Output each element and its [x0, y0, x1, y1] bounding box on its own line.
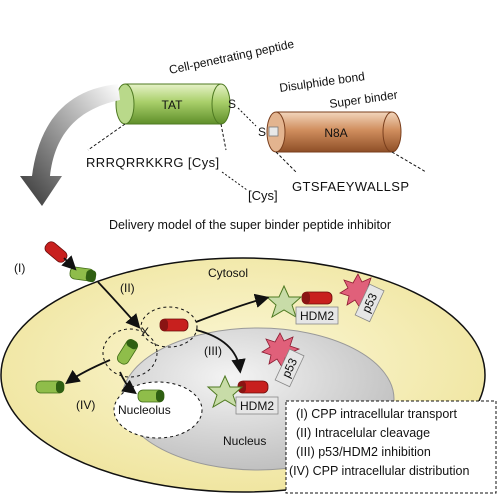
nucleolus-label: Nucleolus	[118, 403, 171, 417]
p53-label-cytosol-group: p53	[354, 283, 385, 323]
peptide-complex-membrane	[69, 266, 97, 283]
hdm2-label-nucleus: HDM2	[240, 399, 274, 413]
hdm2-label-nucleus-box	[235, 396, 279, 415]
arrow-to-outside	[65, 359, 111, 385]
n8a-expand-right	[391, 151, 427, 173]
cys-link-line	[221, 171, 248, 191]
arrow-to-nucleolus	[119, 371, 137, 395]
cpp-label: Cell-penetrating peptide	[168, 37, 296, 77]
disulphide-bond-line	[237, 107, 257, 127]
tat-sequence: RRRQRRKKRG [Cys]	[86, 155, 220, 170]
legend-item-ii: (II) Intracelular cleavage	[296, 426, 430, 440]
cytosol-label: Cytosol	[208, 266, 248, 280]
cleavage-zone-left	[102, 328, 158, 378]
cleaved-n8a-right	[159, 318, 189, 332]
hdm2-star-nucleus-icon	[206, 374, 244, 409]
super-binder-label: Super binder	[328, 88, 398, 111]
model-title: Delivery model of the super binder pepti…	[109, 218, 391, 232]
step-iii-label: (III)	[204, 344, 222, 358]
s-right-label: S	[258, 125, 266, 139]
cleavage-zone-right	[140, 306, 198, 348]
n8a-cylinder	[266, 111, 402, 153]
legend-item-iii: (III) p53/HDM2 inhibition	[296, 445, 431, 459]
legend-item-i: (I) CPP intracellular transport	[296, 407, 457, 421]
nucleolus	[113, 381, 203, 439]
p53-label-nucleus-group: p53	[274, 348, 305, 388]
tat-expand-right	[220, 123, 227, 151]
cys-label: [Cys]	[248, 188, 278, 203]
tat-expand-left	[87, 123, 126, 151]
tat-in-nucleolus	[137, 389, 165, 403]
step-ii-label: (II)	[120, 281, 135, 295]
n8a-bound-hdm2-cytosol	[301, 291, 333, 305]
step-i-label: (I)	[14, 261, 25, 275]
arrow-entry	[61, 255, 77, 271]
arrow-to-hdm2-cytosol	[195, 293, 270, 323]
cleaved-tat-left	[116, 339, 138, 365]
tat-outside-cell	[35, 380, 65, 394]
curved-arrow-icon	[20, 84, 120, 206]
legend-item-iv: (IV) CPP intracellular distribution	[289, 464, 469, 478]
nucleus-label: Nucleus	[223, 434, 266, 448]
peptide-construct: Cell-penetrating peptide TAT S Disulphid…	[20, 37, 427, 206]
cleavage-x-mark: X	[141, 325, 149, 339]
tat-label: TAT	[162, 98, 184, 112]
hdm2-star-icon	[265, 284, 303, 319]
n8a-sequence: GTSFAEYWALLSP	[292, 179, 409, 194]
n8a-label: N8A	[324, 126, 347, 140]
legend-box: (I) CPP intracellular transport (II) Int…	[285, 400, 497, 494]
arrow-to-hdm2-nucleus	[195, 329, 246, 374]
peptide-complex-entry	[44, 241, 68, 263]
step-iv-label: (IV)	[76, 398, 95, 412]
hdm2-label-box	[295, 306, 339, 325]
hdm2-label-cytosol: HDM2	[300, 309, 334, 323]
n8a-expand-left	[275, 151, 297, 173]
disulphide-label: Disulphide bond	[278, 69, 365, 95]
flow-arrows	[61, 255, 270, 395]
tat-cylinder	[115, 83, 231, 125]
arrow-to-cleavage	[97, 281, 141, 329]
s-left-label: S	[228, 97, 236, 111]
